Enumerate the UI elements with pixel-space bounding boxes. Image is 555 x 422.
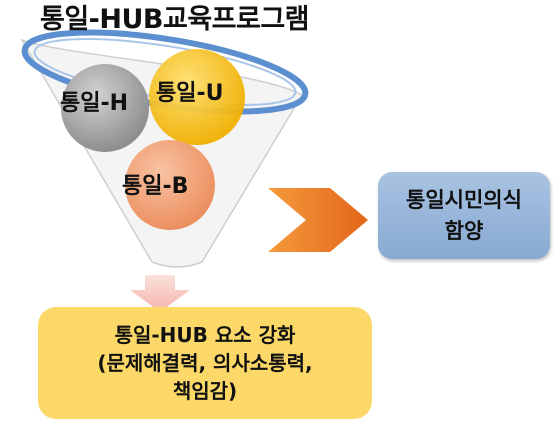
- diagram-title: 통일-HUB교육프로그램: [40, 4, 310, 35]
- result-line-2: 함양: [444, 218, 484, 243]
- circle-b: [125, 140, 215, 230]
- circle-h-label: 통일-H: [60, 91, 129, 116]
- circle-u: [149, 49, 245, 145]
- result-line-1: 통일시민의식: [406, 188, 522, 213]
- circle-b-label: 통일-B: [122, 174, 189, 199]
- result-box: 통일시민의식 함양: [378, 172, 550, 259]
- circle-h: [61, 64, 149, 152]
- circle-u-label: 통일-U: [156, 81, 224, 106]
- down-arrow: [130, 275, 190, 312]
- outcome-line-2: (문제해결력, 의사소통력,: [97, 351, 313, 375]
- chevron-right-arrow: [268, 188, 368, 252]
- outcome-line-1: 통일-HUB 요소 강화: [114, 323, 296, 347]
- outcome-box: 통일-HUB 요소 강화 (문제해결력, 의사소통력, 책임감): [38, 307, 372, 419]
- outcome-line-3: 책임감): [172, 379, 238, 403]
